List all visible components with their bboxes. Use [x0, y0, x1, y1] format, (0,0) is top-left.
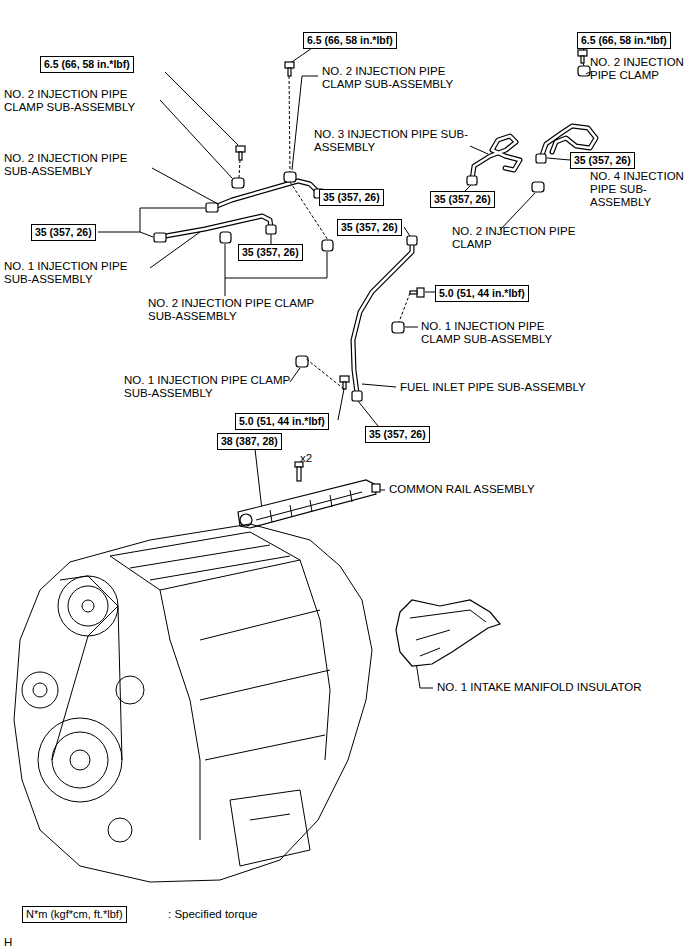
- torque-value: 6.5 (66, 58 in.*lbf): [307, 34, 393, 46]
- torque-value: 5.0 (51, 44 in.*lbf): [439, 287, 525, 299]
- part-label: NO. 2 INJECTION PIPE SUB-ASSEMBLY: [4, 152, 154, 178]
- part-label: NO. 2 INJECTION PIPE CLAMP SUB-ASSEMBLY: [322, 65, 487, 91]
- torque-box: 6.5 (66, 58 in.*lbf): [577, 32, 671, 49]
- part-label: NO. 1 INJECTION PIPE CLAMP SUB-ASSEMBLY: [124, 374, 292, 400]
- torque-value: 35 (357, 26): [35, 226, 92, 238]
- torque-box: 35 (357, 26): [430, 191, 495, 208]
- torque-value: 35 (357, 26): [574, 154, 631, 166]
- part-label: FUEL INLET PIPE SUB-ASSEMBLY: [400, 381, 640, 394]
- torque-box: 35 (357, 26): [31, 224, 96, 241]
- torque-box: 35 (357, 26): [337, 219, 402, 236]
- part-label: COMMON RAIL ASSEMBLY: [389, 483, 589, 496]
- torque-value: 35 (357, 26): [434, 193, 491, 205]
- torque-box: 5.0 (51, 44 in.*lbf): [435, 285, 529, 302]
- torque-box: 35 (357, 26): [238, 244, 303, 261]
- part-label: x2: [300, 452, 330, 465]
- part-label: NO. 2 INJECTION PIPE CLAMP SUB-ASSEMBLY: [4, 88, 169, 114]
- torque-value: 5.0 (51, 44 in.*lbf): [239, 415, 325, 427]
- torque-value: 35 (357, 26): [369, 428, 426, 440]
- part-label: H: [4, 936, 34, 949]
- part-label: NO. 1 INJECTION PIPE CLAMP SUB-ASSEMBLY: [421, 320, 586, 346]
- part-label: NO. 3 INJECTION PIPE SUB-ASSEMBLY: [314, 128, 479, 154]
- part-label: NO. 1 INJECTION PIPE SUB-ASSEMBLY: [4, 260, 154, 286]
- part-label: NO. 2 INJECTION PIPE CLAMP: [452, 225, 582, 251]
- torque-value: N*m (kgf*cm, ft.*lbf): [26, 908, 123, 920]
- torque-box: 38 (387, 28): [217, 433, 282, 450]
- part-label: : Specified torque: [168, 908, 368, 921]
- torque-value: 35 (357, 26): [341, 221, 398, 233]
- torque-value: 35 (357, 26): [323, 191, 380, 203]
- torque-value: 35 (357, 26): [242, 246, 299, 258]
- torque-value: 38 (387, 28): [221, 435, 278, 447]
- torque-value: 6.5 (66, 58 in.*lbf): [581, 34, 667, 46]
- torque-box: 35 (357, 26): [570, 152, 635, 169]
- torque-box: N*m (kgf*cm, ft.*lbf): [22, 906, 127, 923]
- torque-box: 6.5 (66, 58 in.*lbf): [303, 32, 397, 49]
- torque-value: 6.5 (66, 58 in.*lbf): [44, 58, 130, 70]
- torque-box: 35 (357, 26): [365, 426, 430, 443]
- torque-box: 6.5 (66, 58 in.*lbf): [40, 56, 134, 73]
- torque-box: 5.0 (51, 44 in.*lbf): [235, 413, 329, 430]
- part-label: NO. 2 INJECTION PIPE CLAMP: [590, 56, 687, 82]
- part-label: NO. 4 INJECTION PIPE SUB-ASSEMBLY: [590, 170, 687, 209]
- torque-box: 35 (357, 26): [319, 189, 384, 206]
- part-label: NO. 1 INTAKE MANIFOLD INSULATOR: [437, 681, 687, 694]
- part-label: NO. 2 INJECTION PIPE CLAMP SUB-ASSEMBLY: [148, 297, 320, 323]
